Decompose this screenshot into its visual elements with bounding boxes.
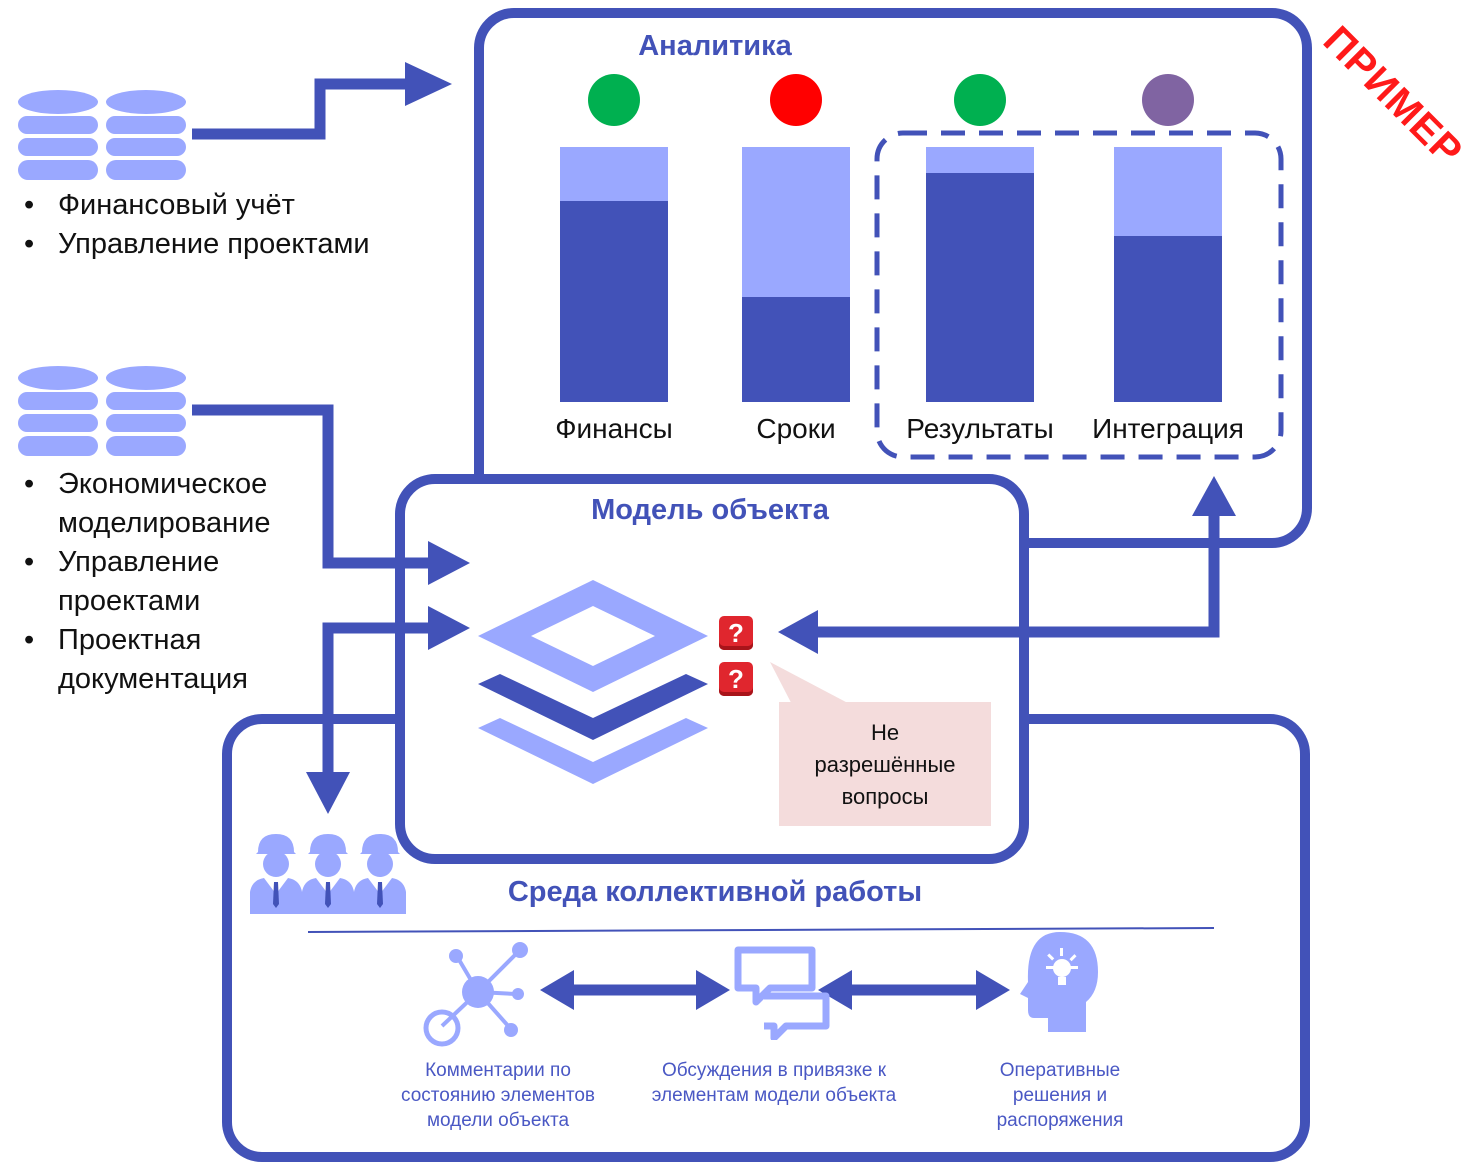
head-lightbulb-icon [1020,932,1098,1032]
arrowhead-model-in [428,541,470,585]
metric-bar-fill [926,172,1034,402]
arrow-analytics-loop [808,512,1220,638]
unresolved-callout [779,702,991,826]
metric-label: Интеграция [1092,413,1244,444]
metric-bar [560,147,668,402]
arrowhead-integration-up [1192,476,1236,516]
metric-label: Финансы [555,413,673,444]
metric-bar [1114,147,1222,402]
source-list-1: Финансовый учёт Управление проектами [20,186,420,264]
source-item: Управление проектами [20,225,420,264]
question-badge-1: ? [719,616,753,650]
unresolved-callout-text: Не разрешённые вопросы [814,720,956,809]
arrowhead-analytics [405,62,452,106]
status-dot [770,74,822,126]
arrow-model-to-team [322,622,440,780]
source-list-2: Экономическое моделирование Управление п… [20,465,320,699]
metric-bar-fill [742,297,850,402]
analytics-title: Аналитика [638,30,792,62]
collab-title: Среда коллективной работы [507,876,923,908]
source-item: Экономическое моделирование [20,465,320,543]
caption-comments: Комментарии по состоянию элементов модел… [401,1060,595,1131]
database-icon-group-2 [18,366,186,456]
metric-label: Сроки [756,413,836,444]
arrow-db1-to-analytics [192,78,415,140]
question-badge-2: ? [719,662,753,696]
caption-decisions: Оперативные решения и распоряжения [996,1060,1124,1131]
metric-bar-fill [1114,236,1222,402]
source-item: Проектная документация [20,621,320,699]
status-dot [1142,74,1194,126]
team-workers-icon [250,834,406,914]
metric-bar-fill [560,200,668,402]
arrowhead-to-questions [778,610,818,654]
database-icon-group-1 [18,90,186,180]
status-dot [588,74,640,126]
model-title: Модель объекта [591,494,829,526]
source-item: Финансовый учёт [20,186,420,225]
caption-discussions: Обсуждения в привязке к элементам модели… [651,1060,897,1106]
collab-separator [307,927,1215,933]
worker-2 [302,834,354,914]
source-item: Управление проектами [20,543,320,621]
arrowhead-team [306,772,350,814]
chat-bubbles-icon [734,946,830,1040]
arrowhead-model-out [428,606,470,650]
network-nodes-icon [423,942,528,1047]
status-dot [954,74,1006,126]
model-layers-icon [478,580,708,784]
metric-label: Результаты [906,413,1054,444]
arrow-db2-to-model [192,404,440,569]
metric-bar [742,147,850,402]
integration-group-dashed [874,130,1284,460]
metric-bar [926,147,1034,402]
